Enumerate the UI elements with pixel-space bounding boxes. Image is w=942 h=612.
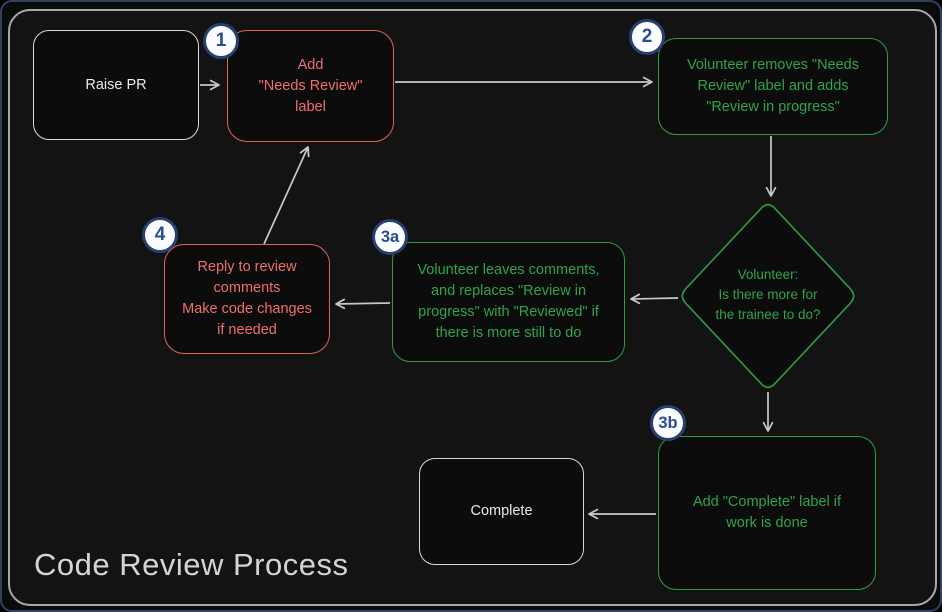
arrow-step4-to-step1 [263, 146, 310, 245]
node-raise-pr: Raise PR [33, 30, 199, 140]
step-badge-4: 4 [142, 217, 178, 253]
node-reply-to-review-comments: Reply to review comments Make code chang… [164, 244, 330, 354]
decision-diamond-shape [681, 203, 855, 389]
node-complete: Complete [419, 458, 584, 565]
step-badge-3a: 3a [372, 219, 408, 255]
node-raise-pr-label: Raise PR [85, 76, 147, 93]
node-step1-label: Add "Needs Review" label [258, 56, 363, 115]
step-badge-1: 1 [203, 23, 239, 59]
node-volunteer-removes-needs-review: Volunteer removes "Needs Review" label a… [658, 38, 888, 135]
node-volunteer-leaves-comments: Volunteer leaves comments, and replaces … [392, 242, 625, 362]
node-step3b-label: Add "Complete" label if work is done [692, 494, 842, 531]
diagram-title: Code Review Process [34, 547, 349, 582]
arrow-decision-to-step3a [630, 293, 679, 305]
node-add-needs-review-label: Add "Needs Review" label [227, 30, 394, 142]
arrow-step3a-to-step4 [335, 298, 391, 310]
node-complete-label: Complete [470, 503, 533, 519]
node-step2-label: Volunteer removes "Needs Review" label a… [687, 57, 859, 115]
node-step3a-label: Volunteer leaves comments, and replaces … [417, 262, 600, 341]
step-badge-2: 2 [629, 19, 665, 55]
node-add-complete-label: Add "Complete" label if work is done [658, 436, 876, 590]
node-step4-label: Reply to review comments Make code chang… [182, 259, 312, 338]
decision-diamond-label: Volunteer: Is there more for the trainee… [715, 267, 821, 322]
step-badge-3b: 3b [650, 405, 686, 441]
